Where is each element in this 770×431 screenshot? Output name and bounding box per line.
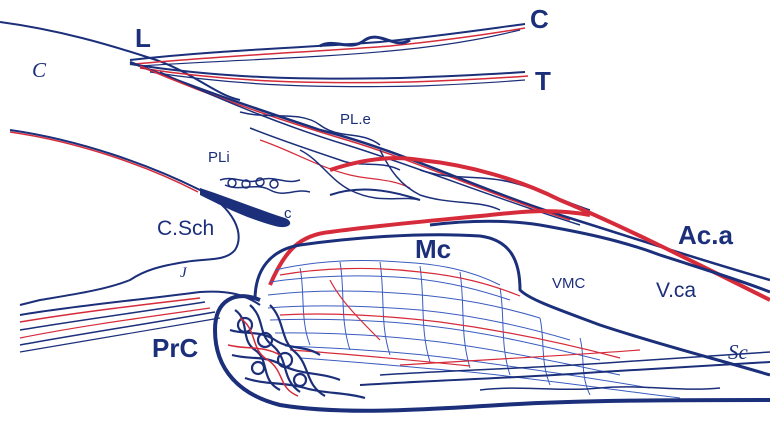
tenon-vessels — [130, 64, 528, 87]
posterior-vessels — [360, 350, 770, 390]
ciliary-process-outline — [215, 296, 770, 411]
conjunctiva-vessels — [130, 24, 525, 66]
label-j: J — [180, 266, 187, 281]
label-canal-schlemm: C.Sch — [157, 218, 214, 239]
label-plexus-intrascleral: PLi — [208, 150, 230, 165]
label-limbus: L — [135, 25, 151, 51]
label-plexus-episcleral: PL.e — [340, 112, 371, 127]
label-cornea-left: C — [32, 60, 46, 81]
label-ciliary-muscle: Mc — [415, 236, 451, 262]
label-anterior-ciliary-vein: V.ca — [656, 280, 696, 301]
cornea-inner-red — [10, 132, 198, 192]
label-conjunctiva: C — [530, 6, 549, 32]
intrascleral-plexus — [220, 178, 310, 193]
label-vmc: VMC — [552, 276, 585, 291]
label-collector: c — [284, 206, 292, 221]
label-ciliary-process: PrC — [152, 335, 198, 361]
label-anterior-ciliary-artery: Ac.a — [678, 222, 733, 248]
label-tenon: T — [535, 68, 551, 94]
label-suprachoroid: Sc — [728, 342, 748, 363]
